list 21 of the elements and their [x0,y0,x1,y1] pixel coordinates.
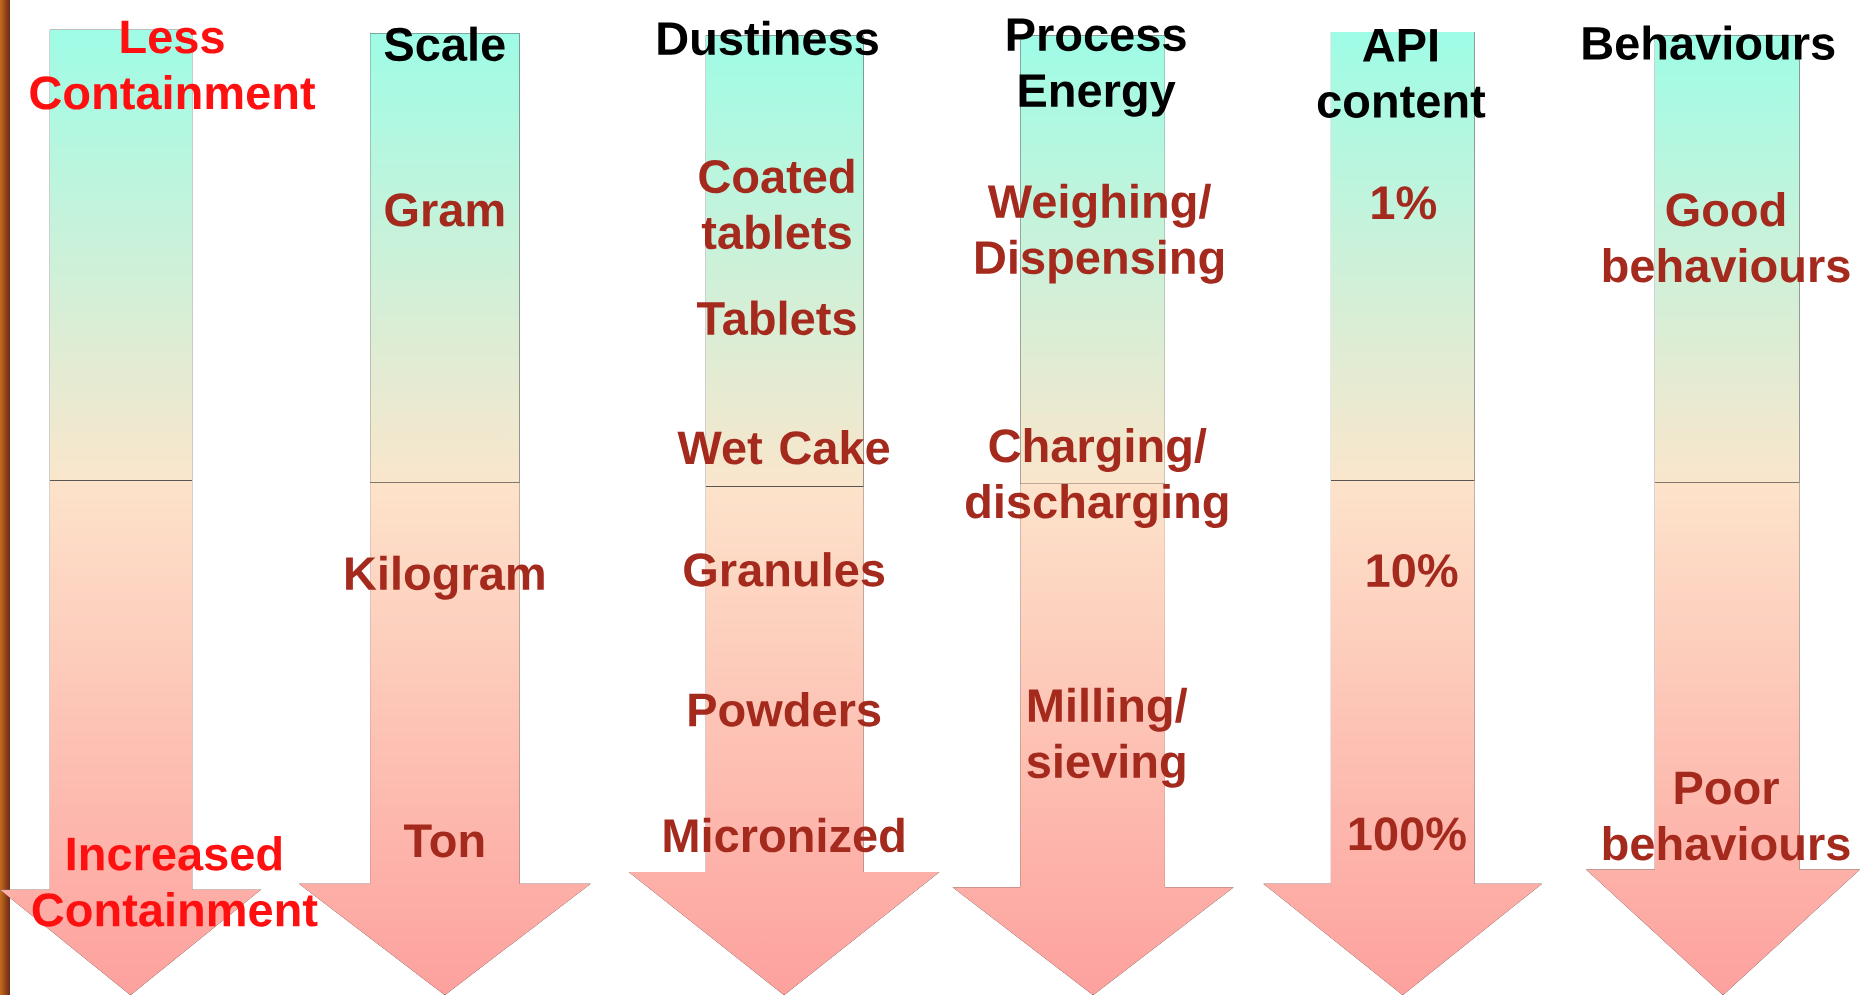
arrow-label: Milling/ sieving [1027,687,1188,788]
arrow-label: Powders [689,692,881,727]
arrow-label: Ton [404,824,484,858]
arrow-label: Granules [684,552,885,587]
column-heading: API content [1317,29,1486,118]
arrow-label: Weighing/ Dispensing [976,183,1224,284]
column-heading: Dustiness [658,20,878,56]
containment-label: Less Containment [30,20,316,110]
arrow-label: 100% [1349,817,1466,851]
arrow-label: Good behaviours [1603,191,1850,283]
arrow-label: Tablets [697,300,856,336]
column-heading: Process Energy [1007,18,1186,117]
arrow-label: Coated tablets [699,158,854,250]
arrow-label: Kilogram [346,555,544,600]
column-heading: Behaviours [1583,25,1835,60]
column-heading: Scale [384,26,505,62]
arrow-label: Gram [385,193,504,227]
arrow-label: Wet Cake [677,429,890,465]
arrow-label: 10% [1367,553,1458,588]
arrow-label: Charging/ discharging [966,427,1228,528]
arrow-label: 1% [1372,186,1437,220]
